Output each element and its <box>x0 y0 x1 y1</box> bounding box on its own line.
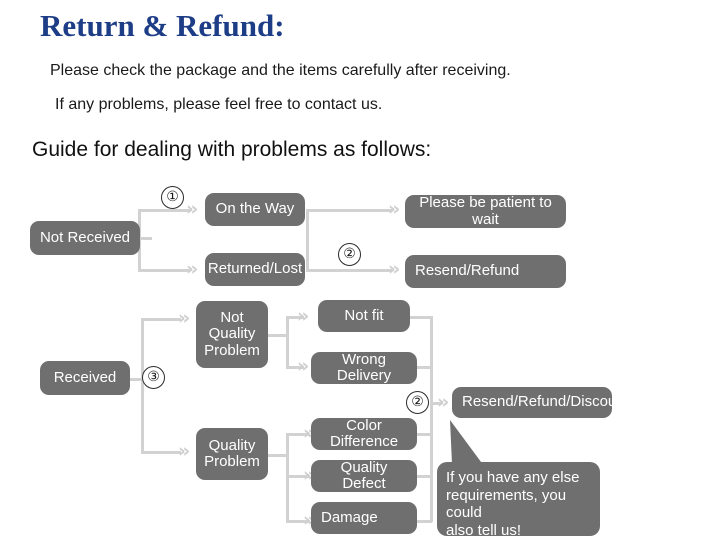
marker-one: ① <box>161 186 184 209</box>
connector-returned-lost-to-resend <box>306 269 392 272</box>
connector-received-stem <box>130 378 144 381</box>
collector-from-quality-defect <box>417 475 432 478</box>
node-quality-problem[interactable]: Quality Problem <box>196 428 268 480</box>
arrow-to-not-fit: » <box>297 305 310 327</box>
intro-line-2: If any problems, please feel free to con… <box>55 96 383 113</box>
connector-to-resend-refund-discount <box>430 402 442 405</box>
connector-nqp-stem <box>268 334 288 337</box>
connector-to-color-difference <box>286 433 310 436</box>
node-color-difference[interactable]: Color Difference <box>311 417 417 450</box>
connector-qp-stem <box>268 454 288 457</box>
node-please-be-patient[interactable]: Please be patient to wait <box>405 195 566 228</box>
node-resend-refund-discount[interactable]: Resend/Refund/Discount <box>452 387 629 418</box>
arrow-to-wrong-delivery: » <box>297 355 310 377</box>
callout-bubble: If you have any else requirements, you c… <box>437 462 600 539</box>
connector-to-not-quality-problem <box>141 318 181 321</box>
node-damage[interactable]: Damage <box>311 502 417 534</box>
node-resend-refund[interactable]: Resend/Refund <box>405 255 566 288</box>
marker-two-bottom: ② <box>406 391 429 414</box>
marker-two-top: ② <box>338 243 361 266</box>
collector-from-not-fit <box>410 316 432 319</box>
node-not-received[interactable]: Not Received <box>30 221 140 255</box>
arrow-to-resend-refund: » <box>388 258 401 280</box>
collector-rail <box>430 316 433 522</box>
intro-line-1: Please check the package and the items c… <box>50 62 511 79</box>
connector-to-quality-defect <box>286 475 310 478</box>
connector-nqp-split <box>286 316 289 368</box>
node-quality-defect[interactable]: Quality Defect <box>311 459 417 492</box>
arrow-to-resend-refund-discount: » <box>437 391 450 413</box>
arrow-to-not-quality-problem: » <box>178 307 191 329</box>
connector-to-not-fit <box>286 316 304 319</box>
arrow-to-on-the-way: » <box>186 198 199 220</box>
arrow-to-please-wait: » <box>388 198 401 220</box>
node-returned-lost[interactable]: Returned/Lost <box>205 253 305 286</box>
arrow-to-quality-problem: » <box>178 440 191 462</box>
connector-to-wrong-delivery <box>286 366 304 369</box>
node-not-quality-problem[interactable]: Not Quality Problem <box>196 301 268 368</box>
collector-from-damage <box>417 520 432 523</box>
connector-to-damage <box>286 520 310 523</box>
connector-not-received-stem <box>138 237 152 240</box>
node-on-the-way[interactable]: On the Way <box>205 193 305 226</box>
connector-on-the-way-to-wait <box>306 209 392 212</box>
connector-qp-split <box>286 433 289 523</box>
guide-heading: Guide for dealing with problems as follo… <box>32 138 432 161</box>
callout-tail-icon <box>450 420 484 466</box>
collector-from-wrong-delivery <box>417 366 432 369</box>
node-wrong-delivery[interactable]: Wrong Delivery <box>311 351 417 384</box>
arrow-to-returned-lost: » <box>186 258 199 280</box>
page-title: Return & Refund: <box>40 8 285 43</box>
node-received[interactable]: Received <box>40 361 130 395</box>
node-not-fit[interactable]: Not fit <box>318 300 410 332</box>
connector-received-split <box>141 318 144 454</box>
marker-three: ③ <box>142 366 165 389</box>
collector-from-color-difference <box>417 433 432 436</box>
connector-to-returned-lost <box>138 269 190 272</box>
connector-to-on-the-way <box>138 209 190 212</box>
connector-to-quality-problem <box>141 451 181 454</box>
connector-on-the-way-riser <box>306 209 309 271</box>
